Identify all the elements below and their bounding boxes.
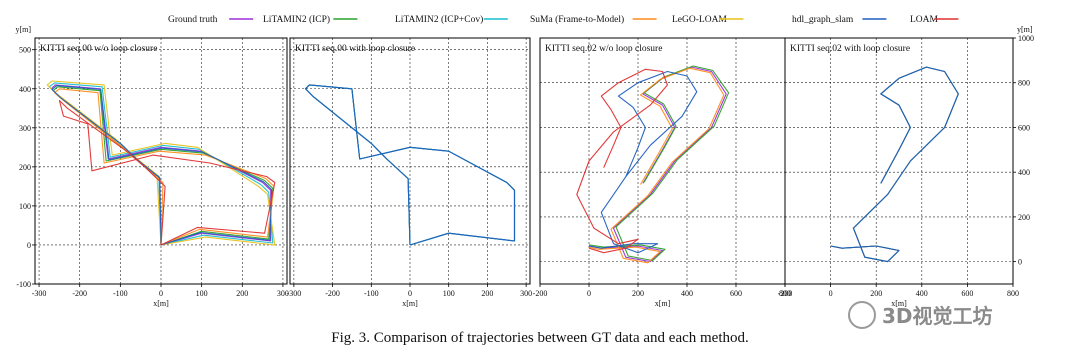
x-tick-label: 100 bbox=[196, 289, 208, 298]
x-tick-label: 0 bbox=[159, 289, 163, 298]
x-axis-label: x[m] bbox=[153, 299, 169, 308]
y-tick-label: 500 bbox=[19, 46, 31, 55]
panel-title: KITTI seq.00 with loop closure bbox=[295, 44, 415, 54]
series-line bbox=[588, 66, 727, 263]
series-line bbox=[58, 99, 276, 246]
figure-caption: Fig. 3. Comparison of trajectories betwe… bbox=[331, 330, 749, 346]
x-tick-label: 400 bbox=[916, 289, 928, 298]
panel-title: KITTI seq.02 with loop closure bbox=[790, 44, 910, 54]
y-axis-label: y[m] bbox=[15, 25, 31, 34]
x-tick-label: 600 bbox=[961, 289, 973, 298]
panel-title: KITTI seq.02 w/o loop closure bbox=[545, 44, 662, 54]
series-line bbox=[830, 66, 959, 263]
x-axis-label: x[m] bbox=[891, 299, 907, 308]
x-tick-label: 200 bbox=[236, 289, 248, 298]
series-line bbox=[304, 84, 516, 246]
series-line bbox=[304, 84, 516, 246]
x-tick-label: -200 bbox=[72, 289, 87, 298]
x-axis-label: x[m] bbox=[655, 299, 671, 308]
x-tick-label: -200 bbox=[778, 289, 793, 298]
y-tick-label: 800 bbox=[1018, 79, 1030, 88]
y-axis-label: y[m] bbox=[1017, 25, 1033, 34]
x-tick-label: -100 bbox=[364, 289, 379, 298]
y-tick-label: 400 bbox=[19, 85, 31, 94]
legend-label: LiTAMIN2 (ICP) bbox=[263, 14, 330, 25]
plot-frame bbox=[784, 37, 1014, 285]
y-tick-label: 400 bbox=[1018, 168, 1030, 177]
watermark: 3D视觉工坊 bbox=[848, 300, 993, 329]
y-tick-label: 100 bbox=[19, 202, 31, 211]
x-tick-label: -300 bbox=[32, 289, 47, 298]
wechat-icon bbox=[848, 300, 876, 329]
y-tick-label: -100 bbox=[16, 280, 31, 289]
x-tick-label: 800 bbox=[1007, 289, 1019, 298]
y-tick-label: 200 bbox=[1018, 213, 1030, 222]
series-line bbox=[51, 85, 273, 246]
series-line bbox=[588, 65, 730, 262]
legend-label: Ground truth bbox=[168, 15, 218, 25]
x-tick-label: -200 bbox=[533, 289, 548, 298]
x-tick-label: 800 bbox=[779, 289, 791, 298]
legend-label: LOAM bbox=[910, 15, 939, 25]
legend-label: SuMa (Frame-to-Model) bbox=[530, 14, 624, 25]
x-axis-label: x[m] bbox=[402, 299, 418, 308]
x-tick-label: -200 bbox=[325, 289, 340, 298]
y-tick-label: 600 bbox=[1018, 123, 1030, 132]
y-tick-label: 0 bbox=[27, 241, 31, 250]
x-tick-label: 100 bbox=[443, 289, 455, 298]
y-tick-label: 300 bbox=[19, 124, 31, 133]
x-tick-label: 0 bbox=[408, 289, 412, 298]
legend: Ground truth LiTAMIN2 (ICP) LiTAMIN2 (ICP+… bbox=[168, 14, 959, 25]
panel-3: KITTI seq.02 w/o loop closure -200 0 200 400… bbox=[533, 37, 791, 308]
panel-2: KITTI seq.00 with loop closure -300 -200 -1… bbox=[287, 37, 532, 308]
x-tick-label: 600 bbox=[730, 289, 742, 298]
series-line bbox=[576, 68, 668, 254]
legend-label: LeGO-LOAM bbox=[672, 15, 727, 25]
legend-label: hdl_graph_slam bbox=[792, 15, 854, 25]
series-line bbox=[304, 84, 516, 246]
trajectory-figure: Ground truth LiTAMIN2 (ICP) LiTAMIN2 (ICP+… bbox=[15, 14, 1034, 308]
series-line bbox=[830, 66, 959, 263]
y-tick-label: 1000 bbox=[1018, 34, 1034, 43]
y-tick-label: 0 bbox=[1018, 258, 1022, 267]
x-tick-label: 300 bbox=[277, 289, 289, 298]
x-tick-label: 300 bbox=[520, 289, 532, 298]
x-tick-label: 200 bbox=[481, 289, 493, 298]
x-tick-label: 400 bbox=[681, 289, 693, 298]
plot-frame bbox=[539, 37, 786, 285]
x-tick-label: 200 bbox=[632, 289, 644, 298]
x-tick-label: -100 bbox=[113, 289, 128, 298]
panel-4: KITTI seq.02 with loop closure -200 0 200 40… bbox=[778, 25, 1034, 308]
legend-label: LiTAMIN2 (ICP+Cov) bbox=[395, 14, 483, 25]
panel-title: KITTI seq.00 w/o loop closure bbox=[40, 44, 157, 54]
series-line bbox=[588, 70, 698, 254]
x-tick-label: -300 bbox=[287, 289, 302, 298]
series-line bbox=[588, 67, 725, 264]
y-tick-label: 200 bbox=[19, 163, 31, 172]
series-line bbox=[304, 84, 516, 246]
x-tick-label: 0 bbox=[587, 289, 591, 298]
x-tick-label: 200 bbox=[870, 289, 882, 298]
panel-1: KITTI seq.00 w/o loop closure -300 -200 -10… bbox=[15, 25, 288, 308]
series-line bbox=[830, 66, 959, 263]
x-tick-label: 0 bbox=[829, 289, 833, 298]
watermark-text: 3D视觉工坊 bbox=[882, 304, 993, 328]
